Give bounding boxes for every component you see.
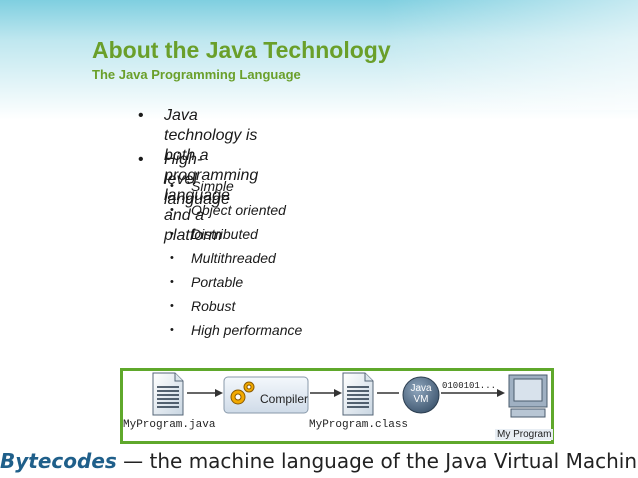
subbullet-item: Distributed [191, 226, 258, 242]
slide-title: About the Java Technology [92, 37, 391, 63]
subbullet-dot: • [170, 276, 174, 288]
document-icon [152, 372, 184, 416]
binary-label: 0100101... [442, 381, 497, 391]
bullet-line: Java technology is both a programming [164, 107, 259, 184]
vm-label-line: VM [413, 394, 429, 405]
compiler-box [223, 376, 309, 414]
bullet-dot: • [138, 107, 144, 124]
subbullet-dot: • [170, 228, 174, 240]
computer-icon [508, 374, 548, 418]
gears-icon [230, 381, 255, 405]
vm-label-line: Java [410, 383, 432, 394]
vm-label: Java VM [407, 383, 435, 405]
subbullet-dot: • [170, 180, 174, 192]
caption-term: Bytecodes [0, 449, 117, 473]
document-icon [342, 372, 374, 416]
arrow-icon [310, 389, 342, 397]
bullet-item: Java technology is both a programming la… [164, 106, 258, 246]
subbullet-item: Multithreaded [191, 250, 276, 266]
subbullet-item: Portable [191, 274, 244, 290]
slide-subtitle: The Java Programming Language [92, 67, 301, 82]
class-file-label: MyProgram.class [309, 419, 409, 431]
java-vm-icon [402, 376, 440, 414]
subbullet-item: Object oriented [191, 202, 286, 218]
source-file-label: MyProgram.java [123, 419, 216, 431]
subbullet-dot: • [170, 300, 174, 312]
compiler-label: Compiler [260, 392, 309, 406]
subbullet-item: Simple [191, 178, 234, 194]
subbullet-dot: • [170, 252, 174, 264]
bullet-dot: • [138, 151, 144, 168]
subbullet-dot: • [170, 204, 174, 216]
caption: Bytecodes — the machine language of the … [0, 449, 638, 478]
subbullet-dot: • [170, 324, 174, 336]
bullet-line: High-level language [164, 151, 230, 208]
arrow-icon [441, 389, 505, 397]
bullet-line: language and a platform [164, 187, 230, 244]
compilation-diagram: MyProgram.java Compiler MyProgram.class … [120, 368, 554, 444]
subbullet-item: Robust [191, 298, 236, 314]
output-label: My Program [495, 429, 554, 440]
bullet-item: High-level language [164, 150, 230, 210]
subbullet-item: High performance [191, 322, 303, 338]
diagram-graphics [152, 372, 548, 418]
caption-text: — the machine language of the Java Virtu… [116, 449, 638, 473]
arrow-icon [187, 389, 223, 397]
